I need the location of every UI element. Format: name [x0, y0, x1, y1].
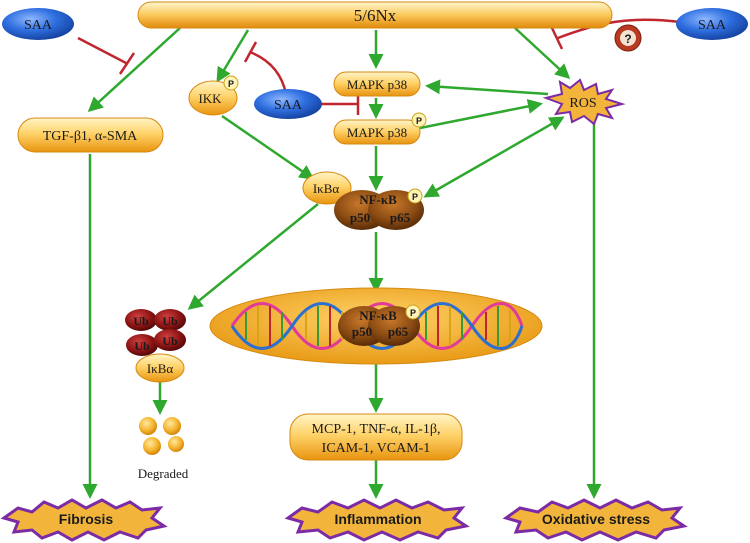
unknown-mechanism-icon: ?	[614, 24, 642, 52]
ikba-label: IκBα	[313, 181, 340, 196]
ub-label: Ub	[134, 339, 150, 353]
stimulus-bar: 5/6Nx	[137, 1, 613, 29]
inhibition-lines	[77, 18, 681, 115]
inhibit-saa-ikk	[243, 41, 288, 95]
tgf-label: TGF-β1, α-SMA	[43, 129, 138, 144]
p65-label: p65	[390, 210, 411, 225]
ubiquitinated-ikba: Ub Ub Ub Ub IκBα	[125, 309, 186, 383]
nucleus: NF-κB p50 p65 P	[209, 287, 543, 365]
outcome-oxidative-stress: Oxidative stress	[502, 498, 688, 542]
fibrosis-label: Fibrosis	[59, 511, 114, 527]
saa-top-left: SAA	[2, 8, 74, 40]
mapk-node: MAPK p38	[333, 71, 421, 97]
saa-label: SAA	[24, 18, 53, 33]
mapk-phospho-node: MAPK p38 P	[333, 112, 427, 145]
inhibit-saa-mapk	[322, 93, 360, 115]
arrow-ros-to-mapk	[425, 79, 549, 96]
stimulus-label: 5/6Nx	[354, 6, 397, 25]
ikba-ub-label: IκBα	[147, 361, 174, 376]
activation-arrows	[82, 27, 602, 499]
arrow-stimulus-to-ikk	[216, 29, 250, 83]
ub-label: Ub	[162, 314, 178, 328]
arrow-nfkb-ros	[423, 116, 565, 198]
oxidative-stress-label: Oxidative stress	[542, 511, 650, 527]
ikk-node: IKK P	[188, 75, 239, 116]
cytokines-line2: ICAM-1, VCAM-1	[322, 441, 431, 456]
outcome-inflammation: Inflammation	[284, 498, 470, 542]
inflammation-label: Inflammation	[334, 511, 421, 527]
ros-node: ROS	[542, 78, 626, 126]
dna-rungs	[245, 306, 511, 346]
ubiquitin-chain: Ub Ub Ub Ub	[125, 309, 186, 356]
phospho-marker: P	[228, 79, 234, 89]
degraded-label: Degraded	[138, 466, 189, 481]
question-mark: ?	[624, 32, 631, 46]
mapk-phospho-label: MAPK p38	[347, 125, 407, 140]
dna-helix	[230, 302, 524, 350]
inhibit-saa-ros	[550, 18, 681, 50]
p50-label: p50	[350, 210, 370, 225]
saa-middle: SAA	[254, 89, 322, 119]
nfkb-nuclear-label: NF-κB	[359, 308, 397, 323]
ikba-nfkb-complex: IκBα NF-κB p50 p65 P	[302, 171, 424, 230]
cytokines-node: MCP-1, TNF-α, IL-1β, ICAM-1, VCAM-1	[289, 413, 463, 461]
p50-nuclear-label: p50	[352, 324, 372, 339]
inhibit-saa-tgf	[77, 36, 136, 75]
ikk-label: IKK	[198, 91, 222, 106]
degraded-fragments: Degraded	[138, 417, 189, 481]
saa-label: SAA	[274, 98, 303, 113]
cytokines-line1: MCP-1, TNF-α, IL-1β,	[312, 422, 441, 437]
arrow-ikk-to-ikba	[221, 114, 315, 180]
saa-top-right: SAA	[676, 8, 748, 40]
arrow-ikba-to-ub	[187, 203, 319, 310]
arrow-mapkp-to-ros	[419, 98, 543, 130]
p65-nuclear-label: p65	[388, 324, 409, 339]
nfkb-label: NF-κB	[359, 192, 397, 207]
phospho-marker: P	[412, 192, 418, 202]
phospho-marker: P	[410, 308, 416, 318]
outcome-fibrosis: Fibrosis	[0, 498, 168, 542]
phospho-marker: P	[416, 116, 422, 126]
mapk-label: MAPK p38	[347, 77, 407, 92]
arrow-stimulus-to-ros	[514, 27, 571, 80]
ub-label: Ub	[162, 334, 178, 348]
ub-label: Ub	[133, 314, 149, 328]
tgf-node: TGF-β1, α-SMA	[17, 117, 164, 153]
arrow-stimulus-to-tgf	[87, 27, 181, 113]
ros-label: ROS	[569, 96, 596, 111]
saa-label: SAA	[698, 18, 727, 33]
